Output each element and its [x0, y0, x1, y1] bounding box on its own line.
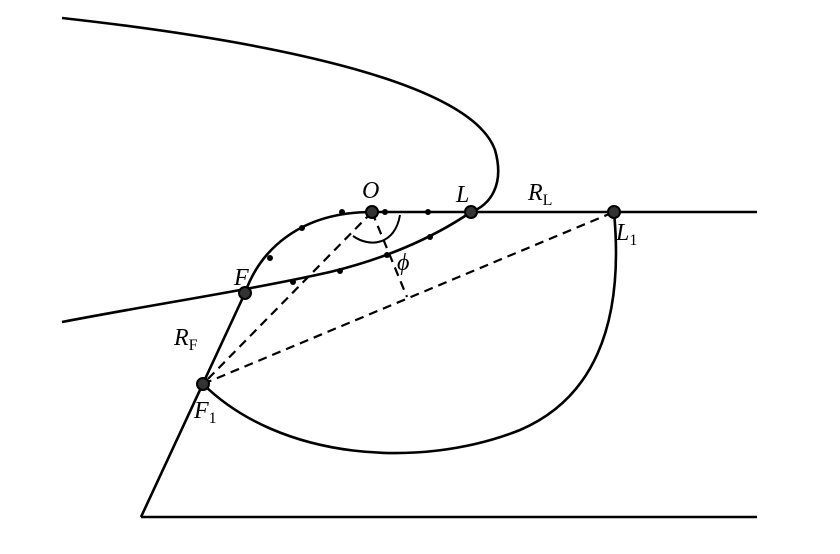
label-F1: F1	[193, 398, 217, 427]
arc-F1-L1	[202, 211, 618, 455]
small-dot	[299, 225, 305, 231]
label-F: F	[233, 265, 249, 291]
line-F-base	[139, 292, 247, 518]
dashed-F1-L1	[202, 210, 615, 386]
small-dot	[337, 268, 343, 274]
arc-F-O	[243, 210, 373, 294]
small-dot	[267, 255, 273, 261]
label-RF: RF	[173, 325, 198, 354]
outer-curve	[61, 16, 500, 324]
point-L	[464, 205, 478, 219]
point-F	[238, 286, 252, 300]
small-dot	[425, 209, 431, 215]
point-O	[365, 205, 379, 219]
small-dot	[382, 209, 388, 215]
label-L: L	[455, 182, 469, 208]
dashed-O-F1	[202, 211, 373, 385]
label-O: O	[362, 178, 379, 204]
label-phi: ϕ	[397, 250, 409, 276]
angle-arc	[352, 214, 401, 244]
point-F1	[196, 377, 210, 391]
point-L1	[607, 205, 621, 219]
small-dot	[339, 209, 345, 215]
label-L1: L1	[615, 220, 637, 249]
small-dot	[384, 252, 390, 258]
label-RL: RL	[527, 180, 552, 209]
small-dot	[290, 279, 296, 285]
small-dot	[427, 234, 433, 240]
